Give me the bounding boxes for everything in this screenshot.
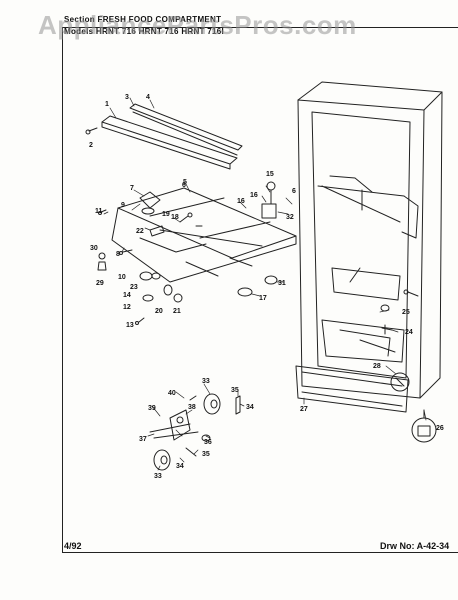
drawing-frame [62, 27, 458, 553]
drawing-label: Drw No: [380, 541, 415, 551]
part-number-label: 11 [95, 208, 103, 215]
part-number-label: 34 [176, 463, 184, 470]
part-number-label: 21 [173, 308, 181, 315]
part-10-23-knob [139, 271, 161, 281]
footer-drawing-number: Drw No: A-42-34 [380, 541, 449, 551]
cabinet-outline [297, 81, 443, 399]
part-2-screw [85, 127, 98, 135]
part-12-14-spacer [135, 294, 154, 325]
part-number-label: 18 [171, 214, 179, 221]
part-number-label: 28 [373, 363, 381, 370]
part-number-label: 26 [436, 425, 444, 432]
leader-lines [103, 97, 427, 471]
part-22-clip [149, 225, 165, 237]
part-number-label: 5 [183, 179, 187, 186]
models-header: Models HRNT 716 HRNT 716 HRNT 716I [64, 27, 224, 36]
section-header: Section FRESH FOOD COMPARTMENT [64, 15, 221, 24]
part-number-label: 29 [96, 280, 104, 287]
part-number-label: 27 [300, 406, 308, 413]
part-number-label: 17 [259, 295, 267, 302]
section-value: FRESH FOOD COMPARTMENT [97, 15, 222, 24]
part-27-drawer-front [295, 365, 409, 413]
part-number-label: 9 [121, 202, 125, 209]
part-number-label: 16 [250, 192, 258, 199]
part-number-label: 30 [90, 245, 98, 252]
part-number-label: 2 [89, 142, 93, 149]
small-fasteners [98, 209, 203, 255]
part-number-label: 25 [402, 309, 410, 316]
part-33-38-hinge-assembly [149, 393, 241, 471]
part-number-label: 15 [266, 171, 274, 178]
part-number-label: 33 [202, 378, 210, 385]
footer-date: 4/92 [64, 541, 82, 551]
part-number-label: 35 [231, 387, 239, 394]
part-number-label: 16 [237, 198, 245, 205]
part-26-hinge-inset [411, 409, 437, 443]
part-number-label: 6 [182, 182, 186, 189]
part-number-label: 8 [116, 251, 120, 258]
part-number-label: 6 [292, 188, 296, 195]
part-number-label: 24 [405, 329, 413, 336]
part-number-label: 39 [148, 405, 156, 412]
part-number-label: 23 [130, 284, 138, 291]
drawing-number: A-42-34 [416, 541, 450, 551]
part-number-label: 10 [118, 274, 126, 281]
part-20-21-bulbs [163, 284, 183, 303]
part-number-label: 32 [286, 214, 294, 221]
part-number-label: 40 [168, 390, 176, 397]
part-number-label: 3 [125, 94, 129, 101]
watermark: AppliancePartsPros.com [38, 10, 357, 40]
part-number-label: 20 [155, 308, 163, 315]
part-number-label: 4 [146, 94, 150, 101]
part-number-label: 35 [202, 451, 210, 458]
part-number-label: 12 [123, 304, 131, 311]
part-number-label: 38 [188, 404, 196, 411]
section-label: Section [64, 15, 95, 24]
part-number-label: 14 [123, 292, 131, 299]
part-31-17-rings [237, 275, 278, 297]
part-28-latch [390, 372, 410, 392]
part-number-label: 31 [278, 280, 286, 287]
part-16-thermostat [261, 181, 277, 219]
part-number-label: 13 [126, 322, 134, 329]
part-number-label: 1 [105, 101, 109, 108]
part-number-label: 34 [246, 404, 254, 411]
part-5-control-housing [139, 191, 161, 215]
part-number-label: 37 [139, 436, 147, 443]
part-6-tray [111, 187, 297, 283]
part-29-30-lamp-socket [97, 252, 107, 271]
part-1-rail [101, 115, 238, 170]
part-number-label: 22 [136, 228, 144, 235]
part-number-label: 33 [154, 473, 162, 480]
models-label: Models [64, 27, 94, 36]
models-value: HRNT 716 HRNT 716 HRNT 716I [95, 27, 225, 36]
part-number-label: 7 [130, 185, 134, 192]
part-number-label: 36 [204, 439, 212, 446]
part-number-label: 19 [162, 211, 170, 218]
part-3-4-strip [129, 103, 243, 156]
part-number-labels: 1 2 3 4 5 6 7 8 9 10 11 12 13 14 15 16 1… [89, 94, 444, 480]
